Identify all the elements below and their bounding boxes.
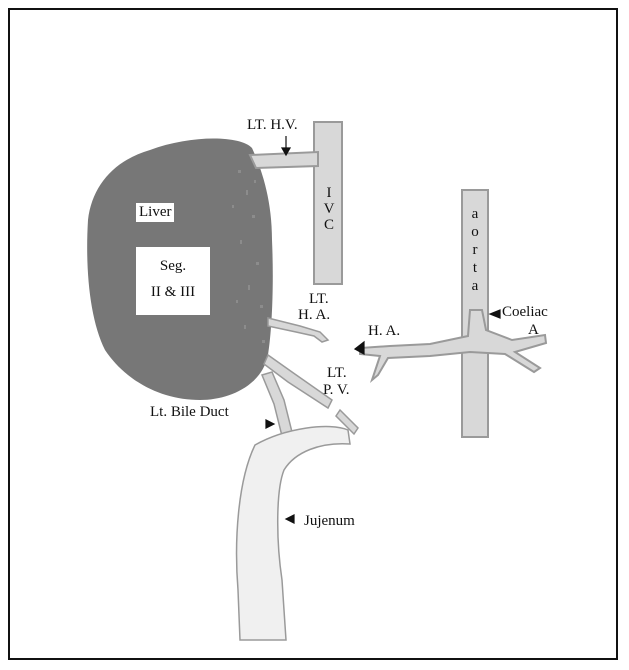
jejunum-shape — [237, 426, 350, 640]
arrow-bile-head — [266, 420, 274, 428]
label-ivc-char: V — [322, 201, 336, 217]
label-aorta-char: t — [468, 259, 482, 277]
label-ha: H. A. — [368, 324, 400, 339]
label-aorta-char: o — [468, 223, 482, 241]
label-segment-line2: II & III — [139, 279, 207, 305]
label-lt-ha-line1: LT. — [309, 292, 329, 307]
label-lt-hv: LT. H.V. — [247, 118, 298, 133]
label-aorta: a o r t a — [468, 205, 482, 295]
label-ivc-char: C — [322, 217, 336, 233]
label-segment: Seg. II & III — [136, 247, 210, 315]
label-liver: Liver — [136, 203, 174, 222]
label-aorta-char: a — [468, 277, 482, 295]
label-lt-ha-line2: H. A. — [298, 308, 330, 323]
arrow-coeliac-head — [490, 310, 500, 318]
label-jejunum: Jujenum — [304, 514, 355, 529]
label-ivc-char: I — [322, 185, 336, 201]
label-bile-duct: Lt. Bile Duct — [150, 405, 229, 420]
label-coeliac-line1: Coeliac — [502, 305, 548, 320]
lt-hv-vessel — [250, 152, 318, 168]
label-coeliac-line2: A — [528, 323, 539, 338]
label-ivc: I V C — [322, 185, 336, 233]
coeliac-trunk — [360, 310, 546, 380]
label-aorta-char: r — [468, 241, 482, 259]
arrow-jejunum-head — [286, 515, 294, 523]
label-lt-pv-line2: P. V. — [323, 383, 350, 398]
label-aorta-char: a — [468, 205, 482, 223]
label-segment-line1: Seg. — [139, 253, 207, 279]
label-lt-pv-line1: LT. — [327, 366, 347, 381]
